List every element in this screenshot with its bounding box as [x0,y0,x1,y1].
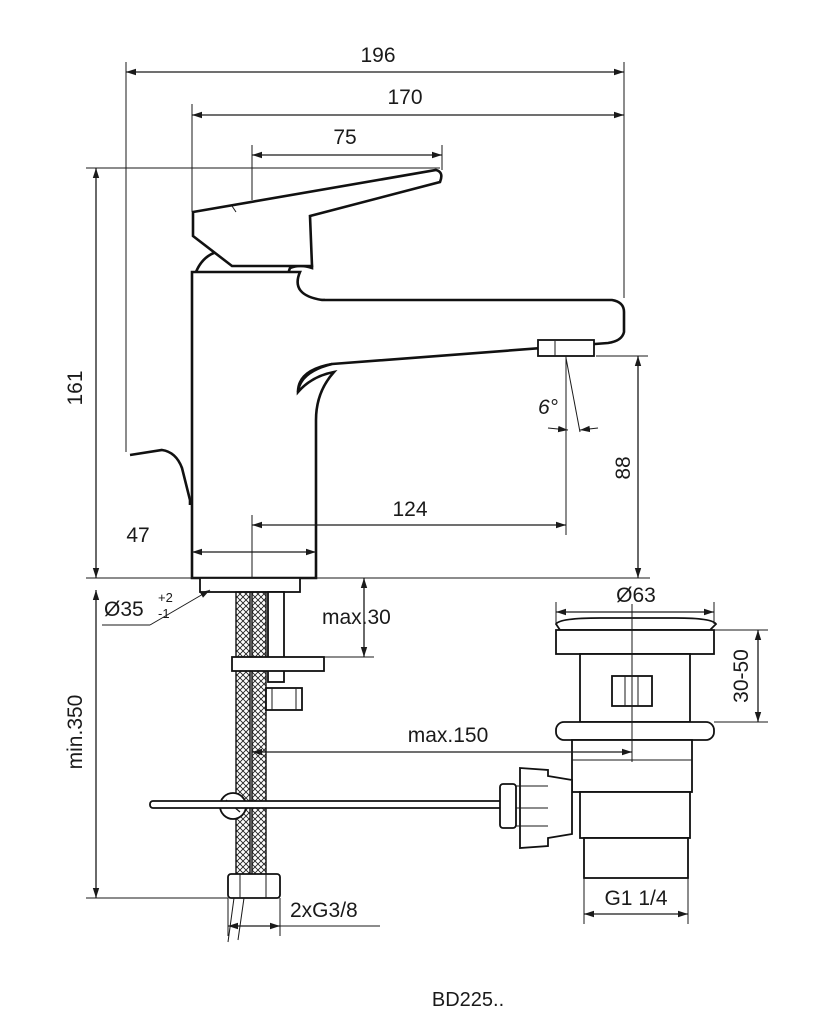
dim-spout-reach: 124 [392,498,427,521]
dim-body-width: 47 [126,524,149,547]
dim-waste-thread: G1 1/4 [604,887,667,910]
waste-flange [555,629,715,655]
popup-linkage-rod [149,800,511,809]
dim-overall-length: 196 [360,44,395,67]
dim-spout-length: 170 [387,86,422,109]
dimension-lines: 196 170 75 161 88 124 6° 47 [64,44,768,936]
dim-waste-height: 30-50 [730,649,753,703]
dim-min-hose: min.350 [64,695,87,770]
model-code: BD225.. [432,989,504,1011]
faucet-base [199,577,301,593]
waste-nut [555,721,715,741]
aerator [537,339,595,357]
dim-hole-tol-minus: -1 [158,606,170,621]
waste-valve [499,617,718,879]
fixing-nut [265,687,303,711]
dim-max-deck: max.30 [322,606,391,629]
dim-spout-height: 88 [612,456,635,479]
fixing-plate [231,656,325,672]
waste-outlet [583,837,689,879]
lever-handle [191,168,443,268]
hose-nut [227,873,281,899]
waste-lower [579,791,691,839]
spout-curve [296,362,333,393]
supply-assembly [149,591,511,943]
flex-hose-left [235,591,251,893]
dim-total-height: 161 [64,370,87,405]
faucet [129,168,626,593]
faucet-body [190,270,626,580]
dim-waste-diameter: Ø63 [616,584,656,607]
flex-hose-right [251,591,267,893]
dim-lever-length: 75 [333,126,356,149]
waste-cap [554,617,718,631]
dim-hole-tol-plus: +2 [158,590,173,605]
dim-spout-angle: 6° [538,396,558,419]
dim-hole-diameter: Ø35 [104,598,144,621]
dim-max-waste: max.150 [408,724,489,747]
dim-supply-thread: 2xG3/8 [290,899,358,922]
popup-rod [129,448,192,505]
